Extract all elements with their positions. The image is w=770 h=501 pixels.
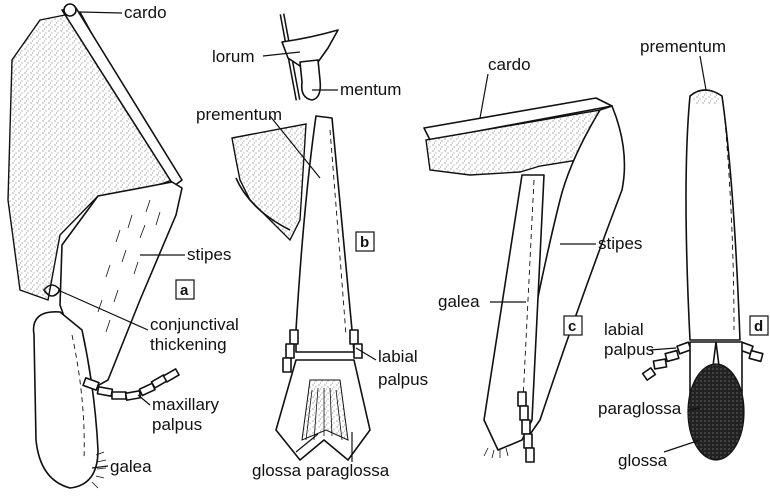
d-glossa-label: glossa: [618, 451, 668, 470]
a-maxillary-label-2: palpus: [152, 415, 202, 434]
a-cardo-label: cardo: [124, 3, 167, 22]
panel-d-labium: prementum labial palpus paraglossa gloss…: [598, 37, 768, 470]
c-galea-label: galea: [438, 292, 480, 311]
a-conjunctival-label-1: conjunctival: [150, 315, 239, 334]
d-tag: d: [754, 318, 763, 335]
d-prementum: [686, 90, 740, 340]
c-cardo-leader: [480, 74, 488, 118]
b-mentum-label: mentum: [340, 80, 401, 99]
a-galea-label: galea: [110, 457, 152, 476]
a-cardo-leader: [80, 12, 122, 13]
d-prementum-label: prementum: [640, 37, 726, 56]
d-labial-label-2: palpus: [604, 340, 654, 359]
a-tag: a: [180, 282, 189, 299]
b-tag: b: [360, 234, 369, 251]
b-labial-label-2: palpus: [378, 370, 428, 389]
d-labial-label-1: labial: [604, 320, 644, 339]
d-glossa: [688, 364, 744, 460]
a-conjunctival-label-2: thickening: [150, 335, 227, 354]
d-paraglossa-label: paraglossa: [598, 399, 682, 418]
c-tag: c: [568, 318, 576, 335]
b-mentum: [300, 60, 320, 100]
a-cardo-knob: [64, 4, 76, 16]
c-galea-bristles: [484, 448, 508, 458]
b-prementum-label: prementum: [196, 105, 282, 124]
c-cardo-label: cardo: [488, 55, 531, 74]
panel-a-maxilla: cardo stipes conjunctival thickening max…: [8, 3, 239, 488]
a-maxillary-label-1: maxillary: [152, 395, 220, 414]
d-glossa-leader: [664, 440, 700, 452]
c-stipes-label: stipes: [598, 234, 642, 253]
b-labial-label-1: labial: [378, 347, 418, 366]
a-stipes-label: stipes: [187, 245, 231, 264]
b-flank: [232, 124, 306, 240]
a-maxillary-leader: [138, 395, 150, 405]
b-paraglossa-label: paraglossa: [306, 461, 390, 480]
b-lorum-label: lorum: [212, 47, 255, 66]
b-glossa-label: glossa: [252, 461, 302, 480]
d-prementum-leader: [700, 56, 706, 90]
